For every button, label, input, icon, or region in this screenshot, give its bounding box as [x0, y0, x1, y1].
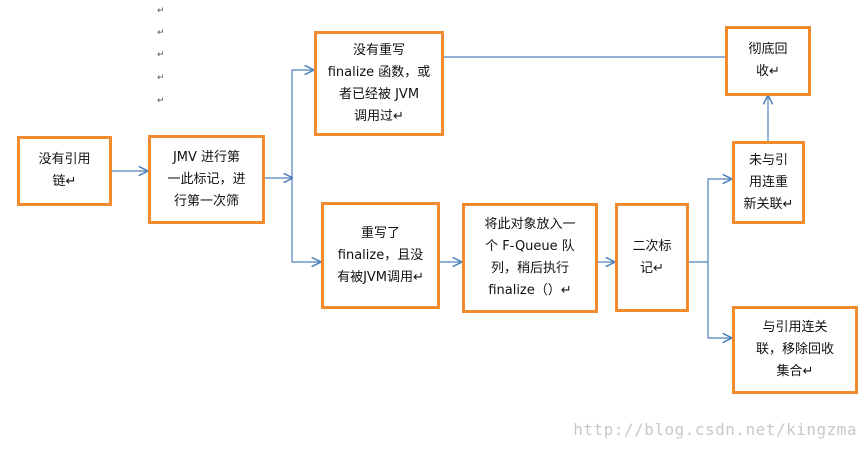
paragraph-mark: ↵	[157, 73, 165, 83]
paragraph-mark: ↵	[157, 50, 165, 60]
paragraph-mark: ↵	[157, 96, 165, 106]
node-no-finalize-override: 没有重写 finalize 函数，或 者已经被 JVM 调用过↵	[314, 31, 444, 136]
node-label: 没有重写 finalize 函数，或 者已经被 JVM 调用过↵	[327, 42, 431, 124]
node-finalize-overridden: 重写了 finalize，且没 有被JVM调用↵	[321, 202, 440, 309]
node-label: 二次标 记↵	[632, 238, 672, 276]
arrow-branch-to-no-override	[291, 70, 313, 178]
arrow-branch-to-overridden	[291, 178, 320, 262]
node-label: 将此对象放入一 个 F-Queue 队 列，稍后执行 finalize（）↵	[484, 217, 576, 298]
node-fully-reclaimed: 彻底回 收↵	[725, 26, 811, 96]
node-first-marking: JMV 进行第 一此标记，进 行第一次筛	[148, 135, 265, 224]
node-label: 没有引用 链↵	[38, 152, 91, 189]
node-second-marking: 二次标 记↵	[615, 203, 689, 312]
node-label: JMV 进行第 一此标记，进 行第一次筛	[167, 149, 246, 209]
watermark: http://blog.csdn.net/kingzma	[573, 420, 857, 439]
arrow-branch-to-escape	[707, 262, 731, 338]
paragraph-mark: ↵	[157, 28, 165, 38]
node-relinked: 未与引 用连重 新关联↵	[732, 141, 805, 224]
node-f-queue: 将此对象放入一 个 F-Queue 队 列，稍后执行 finalize（）↵	[462, 203, 598, 313]
node-no-reference-chain: 没有引用 链↵	[17, 136, 112, 206]
node-label: 彻底回 收↵	[748, 42, 788, 79]
arrow-branch-to-relink	[707, 179, 731, 262]
node-label: 重写了 finalize，且没 有被JVM调用↵	[337, 225, 424, 285]
node-label: 未与引 用连重 新关联↵	[743, 152, 794, 212]
node-removed-from-reclaim-set: 与引用连关 联，移除回收 集合↵	[732, 306, 858, 394]
node-label: 与引用连关 联，移除回收 集合↵	[755, 320, 834, 379]
paragraph-mark: ↵	[157, 6, 165, 16]
